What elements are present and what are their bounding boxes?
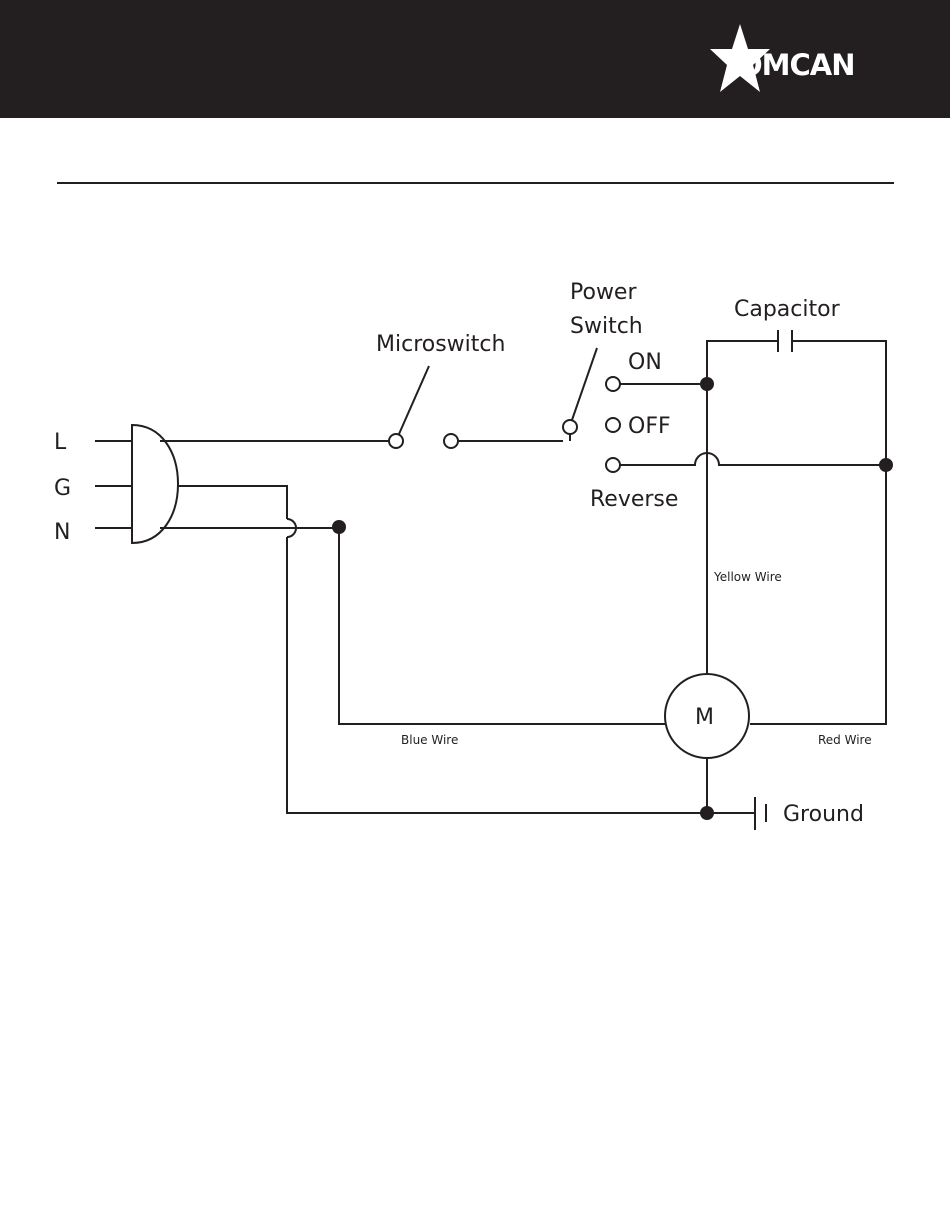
- wire-capacitor-left: [707, 341, 778, 384]
- power-switch-common: [563, 420, 577, 434]
- wire-g-ground: [287, 537, 707, 813]
- terminal-label-g: G: [54, 476, 71, 501]
- power-switch-label-line1: Power: [570, 280, 637, 305]
- junction-ground: [700, 806, 714, 820]
- motor-label: M: [695, 705, 714, 730]
- microswitch-pointer: [399, 366, 429, 434]
- capacitor-label: Capacitor: [734, 297, 841, 322]
- blue-wire-label: Blue Wire: [401, 733, 458, 747]
- switch-label-reverse: Reverse: [590, 487, 678, 512]
- wire-blue: [339, 528, 665, 724]
- plug-body: [132, 425, 178, 543]
- switch-label-off: OFF: [628, 414, 671, 439]
- microswitch-label: Microswitch: [376, 332, 505, 357]
- wire-capacitor-right: [750, 341, 886, 724]
- microswitch-contact-right: [444, 434, 458, 448]
- yellow-wire-label: Yellow Wire: [713, 570, 782, 584]
- switch-label-on: ON: [628, 350, 662, 375]
- terminal-label-n: N: [54, 520, 70, 545]
- wire-reverse: [620, 453, 886, 465]
- switch-contact-reverse: [606, 458, 620, 472]
- wire-g: [178, 486, 287, 519]
- junction-reverse: [879, 458, 893, 472]
- switch-contact-on: [606, 377, 620, 391]
- microswitch-contact-left: [389, 434, 403, 448]
- junction-n: [332, 520, 346, 534]
- junction-on: [700, 377, 714, 391]
- switch-contact-off: [606, 418, 620, 432]
- power-switch-lever: [572, 348, 597, 420]
- terminal-label-l: L: [54, 430, 67, 455]
- red-wire-label: Red Wire: [818, 733, 872, 747]
- power-switch-label-line2: Switch: [570, 314, 643, 339]
- ground-label: Ground: [783, 802, 864, 827]
